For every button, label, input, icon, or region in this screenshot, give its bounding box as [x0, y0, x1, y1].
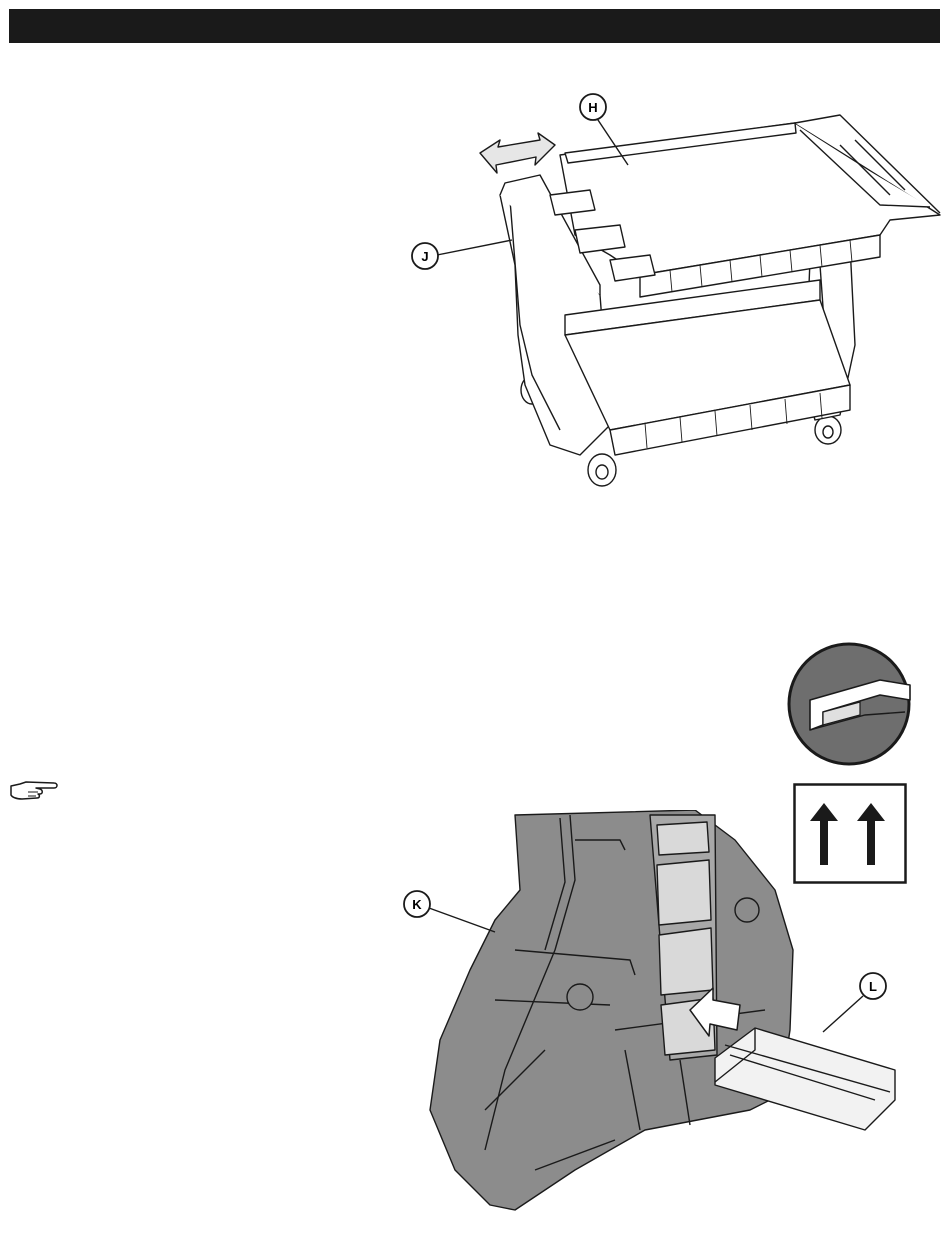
figure-leg-channel: K L — [395, 810, 905, 1225]
utility-cart-illustration — [500, 115, 940, 486]
channel-detail-icon — [785, 640, 915, 770]
callout-j-label: J — [421, 249, 428, 264]
callout-k-label: K — [412, 897, 422, 912]
header-bar — [9, 9, 940, 43]
callout-k: K — [404, 891, 495, 932]
callout-j: J — [412, 240, 512, 269]
callout-l: L — [823, 973, 886, 1032]
channel-rail-illustration — [715, 1028, 895, 1130]
callout-h-label: H — [588, 100, 597, 115]
figure-cart-assembly: H J — [400, 85, 945, 495]
slide-direction-arrow-icon — [480, 133, 555, 173]
pointing-hand-icon — [8, 780, 60, 802]
callout-l-label: L — [869, 979, 877, 994]
